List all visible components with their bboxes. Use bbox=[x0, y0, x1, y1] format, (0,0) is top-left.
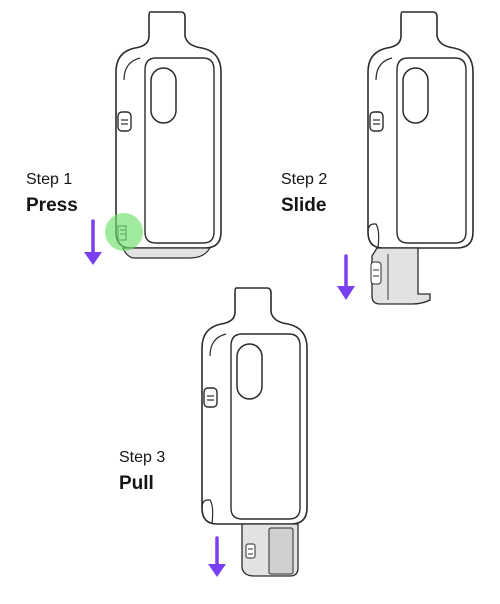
step-2-number: Step 2 bbox=[281, 171, 328, 188]
device-step-1 bbox=[84, 11, 222, 265]
step-2-label-group: Step 2 Slide bbox=[281, 170, 327, 218]
step-3-action: Pull bbox=[119, 473, 154, 494]
down-arrow-icon bbox=[208, 536, 226, 577]
step-1-number: Step 1 bbox=[26, 171, 73, 188]
down-arrow-icon bbox=[84, 219, 102, 265]
device-step-2 bbox=[337, 11, 474, 305]
device-step-3 bbox=[201, 287, 308, 577]
down-arrow-icon bbox=[337, 254, 355, 300]
step-2-action: Slide bbox=[281, 195, 327, 216]
step-1-label-group: Step 1 Press bbox=[26, 170, 78, 218]
step-1-action: Press bbox=[26, 195, 78, 216]
press-point-icon bbox=[105, 213, 143, 251]
step-3-label-group: Step 3 Pull bbox=[119, 448, 165, 496]
step-3-number: Step 3 bbox=[119, 449, 166, 466]
